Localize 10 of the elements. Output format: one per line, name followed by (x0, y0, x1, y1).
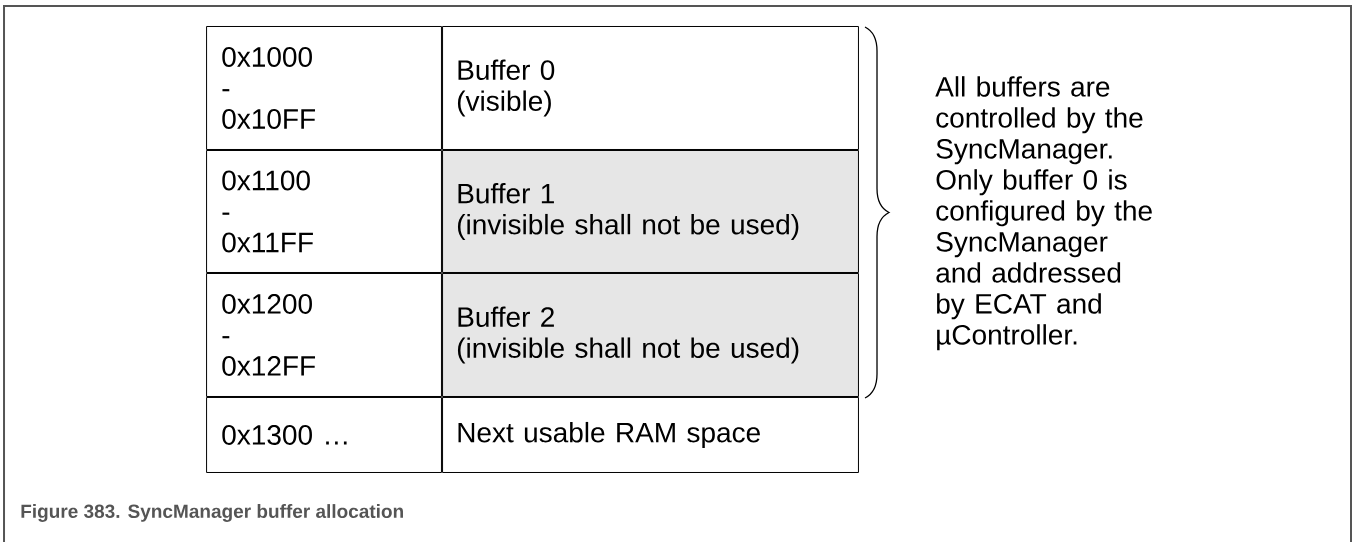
table-cell: 0x1100 - 0x11FF (206, 150, 442, 273)
table-cell: 0x1300 … (206, 397, 442, 473)
note-text: All buffers are controlled by the SyncManager. Only buffer 0 is configured by the SyncManager and addressed by ECAT and µController. (935, 76, 1152, 351)
table-cell: 0x1200 - 0x12FF (206, 273, 442, 397)
table-cell: Buffer 1 (invisible shall not be used) (442, 150, 859, 273)
table-cell: Next usable RAM space (442, 397, 859, 473)
table-cell: Buffer 0 (visible) (442, 26, 859, 150)
table-cell: Buffer 2 (invisible shall not be used) (442, 273, 859, 397)
figure-caption: Figure 383. SyncManager buffer allocation (21, 504, 403, 522)
table-cell: 0x1000 - 0x10FF (206, 26, 442, 150)
